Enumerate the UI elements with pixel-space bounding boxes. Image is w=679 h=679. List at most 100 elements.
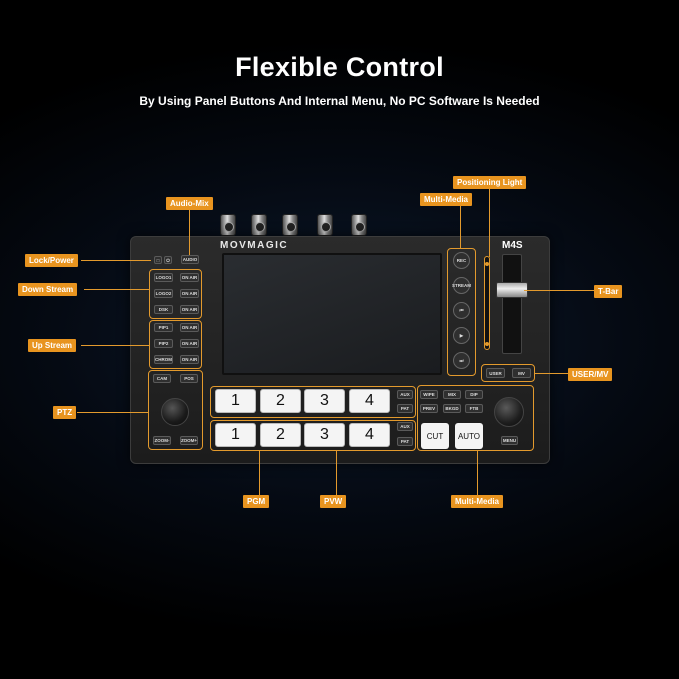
lock-power-leader [81,260,151,261]
pvw-bracket [210,420,416,451]
dsk-button[interactable]: DSK [154,305,173,314]
bnc-connector-2 [251,214,267,236]
next-track-button[interactable]: ⏭ [453,352,470,369]
t-bar-callout: T-Bar [594,285,623,298]
bnc-connector-1 [220,214,236,236]
pgm-key-3[interactable]: 3 [304,389,345,413]
audio-button[interactable]: AUDIO [181,255,199,264]
user-mv-bracket [481,364,535,382]
logo1-on-air-button[interactable]: ON AIR [180,273,199,282]
user-button[interactable]: USER [486,368,505,378]
t-bar-track [502,254,522,354]
bnc-connector-3 [282,214,298,236]
wipe-button[interactable]: WIPE [420,390,438,399]
cut-button[interactable]: CUT [421,423,449,449]
menu-button[interactable]: MENU [501,436,518,445]
positioning-light-leader [489,187,490,257]
t-bar-leader [524,290,595,291]
up-stream-bracket [149,320,202,369]
dsk-on-air-button[interactable]: ON AIR [180,305,199,314]
up-stream-leader [81,345,149,346]
power-button[interactable]: ⏻ [164,256,172,264]
play-icon: ▶ [459,332,464,338]
menu-knob[interactable] [494,397,524,427]
down-stream-bracket [149,269,202,319]
chrom-on-air-button[interactable]: ON AIR [180,355,199,364]
pgm-key-4[interactable]: 4 [349,389,390,413]
logo2-button[interactable]: LOGO2 [154,289,173,298]
ptz-joystick[interactable] [161,398,189,426]
pip1-button[interactable]: PIP1 [154,323,173,332]
ptz-bracket [148,370,203,450]
pvw-key-2[interactable]: 2 [260,423,301,447]
pgm-callout: PGM [243,495,270,508]
pvw-leader [336,451,337,495]
bkgd-button[interactable]: BKGD [443,404,461,413]
rec-button[interactable]: REC [453,252,470,269]
prev-track-icon: ⏮ [459,308,464,313]
cam-button[interactable]: CAM [153,374,171,383]
play-button[interactable]: ▶ [453,327,470,344]
power-icon: ⏻ [166,257,170,263]
pvw-key-4[interactable]: 4 [349,423,390,447]
positioning-light-callout: Positioning Light [453,176,527,189]
multi-media-bottom-leader [477,451,478,495]
zoom-plus-button[interactable]: ZOOM+ [180,436,198,445]
brand-logo: MOVMAGIC [220,240,289,251]
multi-media-top-leader [460,204,461,248]
up-stream-callout: Up Stream [28,339,77,352]
pgm-bracket [210,386,416,418]
positioning-light [484,256,490,350]
pvw-callout: PVW [320,495,347,508]
pvw-key-3[interactable]: 3 [304,423,345,447]
pgm-pat-button[interactable]: PAT [397,404,413,413]
auto-button[interactable]: AUTO [455,423,483,449]
lcd-screen [222,253,442,375]
pip1-on-air-button[interactable]: ON AIR [180,323,199,332]
down-stream-leader [84,289,149,290]
lock-button[interactable]: □ [154,256,162,264]
lock-power-callout: Lock/Power [25,254,78,267]
logo1-button[interactable]: LOGO1 [154,273,173,282]
prev-button[interactable]: PREV [420,404,438,413]
pgm-aux-button[interactable]: AUX [397,390,413,399]
page-title: Flexible Control [235,52,444,82]
positioning-light-bottom-dot [485,342,489,346]
page-subtitle: By Using Panel Buttons And Internal Menu… [139,94,540,108]
model-label: M4S [502,240,523,251]
multi-media-bottom-bracket [417,385,534,451]
pvw-pat-button[interactable]: PAT [397,437,413,446]
pvw-key-1[interactable]: 1 [215,423,256,447]
positioning-light-top-dot [485,262,489,266]
pgm-key-1[interactable]: 1 [215,389,256,413]
chrom-button[interactable]: CHROM [154,355,173,364]
mix-button[interactable]: MIX [443,390,461,399]
audio-mix-callout: Audio-Mix [166,197,213,210]
ftb-button[interactable]: FTB [465,404,483,413]
pvw-aux-button[interactable]: AUX [397,422,413,431]
pip2-button[interactable]: PIP2 [154,339,173,348]
mv-button[interactable]: MV [512,368,531,378]
zoom-minus-button[interactable]: ZOOM- [153,436,171,445]
multi-media-top-callout: Multi-Media [420,193,472,206]
bnc-connector-5 [351,214,367,236]
down-stream-callout: Down Stream [18,283,78,296]
logo2-on-air-button[interactable]: ON AIR [180,289,199,298]
user-mv-leader [535,373,568,374]
multi-media-bottom-callout: Multi-Media [451,495,503,508]
pip2-on-air-button[interactable]: ON AIR [180,339,199,348]
user-mv-callout: USER/MV [568,368,613,381]
multi-media-top-bracket [447,248,476,376]
bnc-connector-4 [317,214,333,236]
audio-mix-leader [189,207,190,255]
pos-button[interactable]: POS [180,374,198,383]
ptz-leader [77,412,148,413]
dip-button[interactable]: DIP [465,390,483,399]
prev-track-button[interactable]: ⏮ [453,302,470,319]
pgm-key-2[interactable]: 2 [260,389,301,413]
stream-button[interactable]: STREAM [452,277,471,294]
pgm-leader [259,451,260,495]
lock-icon: □ [156,257,160,263]
next-track-icon: ⏭ [459,358,464,363]
ptz-callout: PTZ [53,406,77,419]
